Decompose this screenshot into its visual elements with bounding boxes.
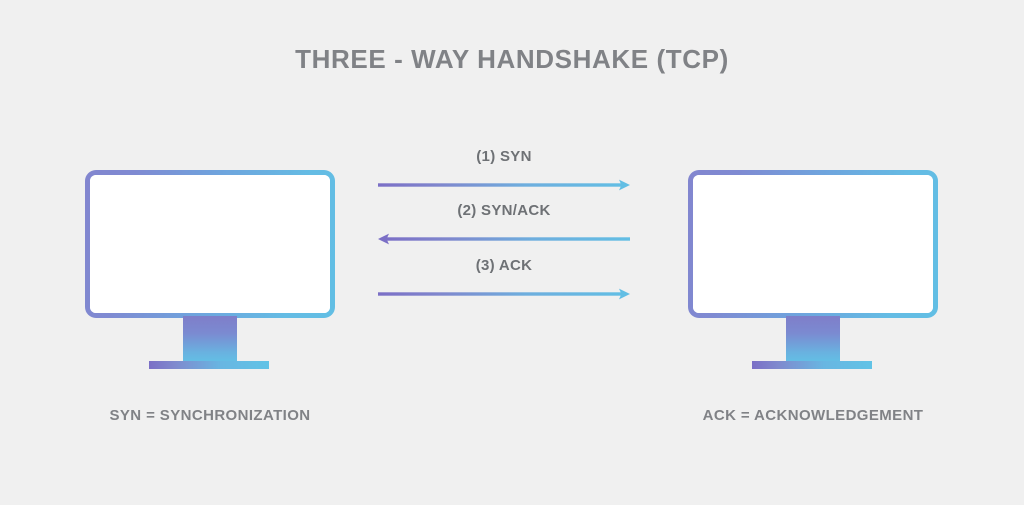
monitor-icon (688, 170, 938, 318)
arrow-right-icon (378, 178, 630, 192)
server-caption: ACK = ACKNOWLEDGEMENT (702, 407, 924, 424)
message-step-3: (3) ACK (378, 257, 630, 311)
client-monitor: SYN = SYNCHRONIZATION (85, 170, 335, 424)
monitor-neck (183, 316, 237, 365)
server-monitor: ACK = ACKNOWLEDGEMENT (688, 170, 938, 424)
monitor-screen (693, 175, 933, 313)
page-title: THREE - WAY HANDSHAKE (TCP) (295, 44, 729, 74)
monitor-screen (90, 175, 330, 313)
message-label-syn-ack: (2) SYN/ACK (457, 202, 551, 219)
monitor-base (752, 361, 872, 369)
client-caption: SYN = SYNCHRONIZATION (109, 407, 311, 424)
arrow-left-icon (378, 232, 630, 246)
arrow-right-icon (378, 287, 630, 301)
monitor-neck (786, 316, 840, 365)
message-label-ack: (3) ACK (475, 257, 533, 274)
message-label-syn: (1) SYN (476, 148, 532, 165)
monitor-icon (85, 170, 335, 318)
message-step-2: (2) SYN/ACK (378, 202, 630, 256)
message-step-1: (1) SYN (378, 148, 630, 202)
monitor-base (149, 361, 269, 369)
